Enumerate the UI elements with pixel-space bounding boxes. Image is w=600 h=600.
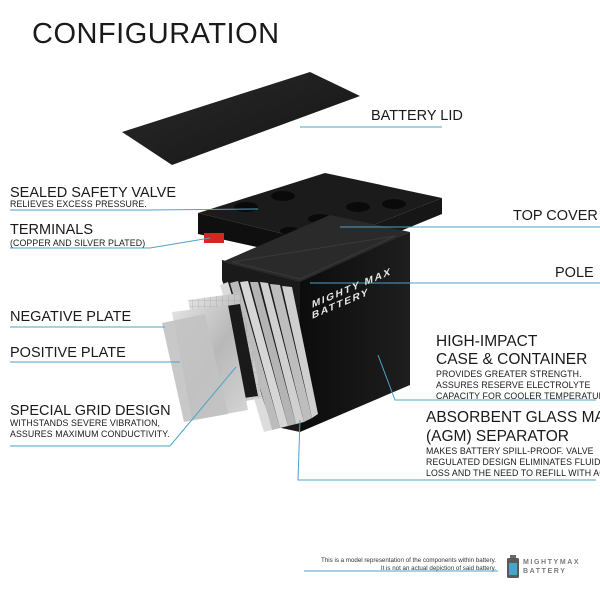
desc-agm-1: MAKES BATTERY SPILL-PROOF. VALVE xyxy=(426,446,594,456)
brand-line-1: MIGHTYMAX xyxy=(523,559,581,566)
desc-agm-3: LOSS AND THE NEED TO REFILL WITH ACID. xyxy=(426,468,600,478)
leader-terminals xyxy=(10,237,211,249)
label-agm-2: (AGM) SEPARATOR xyxy=(426,428,569,445)
label-special-grid-design: SPECIAL GRID DESIGN xyxy=(10,403,171,419)
brand-logo: MIGHTYMAX BATTERY xyxy=(506,553,596,581)
desc-high-impact-2: ASSURES RESERVE ELECTROLYTE xyxy=(436,380,591,390)
label-high-impact-2: CASE & CONTAINER xyxy=(436,351,588,368)
leader-agm xyxy=(297,419,596,481)
desc-special-grid-2: ASSURES MAXIMUM CONDUCTIVITY. xyxy=(10,429,170,439)
label-high-impact-1: HIGH-IMPACT xyxy=(436,333,538,350)
label-positive-plate: POSITIVE PLATE xyxy=(10,345,126,361)
label-terminals: TERMINALS xyxy=(10,222,93,238)
leader-lines xyxy=(10,126,600,572)
battery-logo-icon xyxy=(507,555,519,578)
label-pole: POLE xyxy=(555,265,594,281)
label-battery-lid: BATTERY LID xyxy=(371,108,463,124)
leader-special-grid xyxy=(10,366,237,447)
label-sealed-safety-valve: SEALED SAFETY VALVE xyxy=(10,185,177,201)
desc-high-impact-1: PROVIDES GREATER STRENGTH. xyxy=(436,369,582,379)
label-top-cover: TOP COVER xyxy=(513,208,598,224)
footer-note-2: It is not an actual depiction of said ba… xyxy=(380,565,496,572)
label-agm-1: ABSORBENT GLASS MAT xyxy=(426,409,600,426)
label-negative-plate: NEGATIVE PLATE xyxy=(10,309,132,325)
desc-high-impact-3: CAPACITY FOR COOLER TEMPERATURES. xyxy=(436,391,600,401)
leader-high-impact xyxy=(377,354,596,401)
footer-note-1: This is a model representation of the co… xyxy=(321,557,496,564)
desc-agm-2: REGULATED DESIGN ELIMINATES FLUID xyxy=(426,457,600,467)
desc-special-grid-1: WITHSTANDS SEVERE VIBRATION, xyxy=(10,418,161,428)
negative-plate xyxy=(162,314,228,422)
desc-terminals: (COPPER AND SILVER PLATED) xyxy=(10,238,146,248)
leader-sealed-safety-valve xyxy=(10,208,259,211)
desc-sealed-safety-valve: RELIEVES EXCESS PRESSURE. xyxy=(10,199,147,209)
brand-line-2: BATTERY xyxy=(523,568,567,575)
red-terminal xyxy=(204,233,224,243)
battery-lid xyxy=(122,72,360,165)
page-title: CONFIGURATION xyxy=(32,18,280,50)
